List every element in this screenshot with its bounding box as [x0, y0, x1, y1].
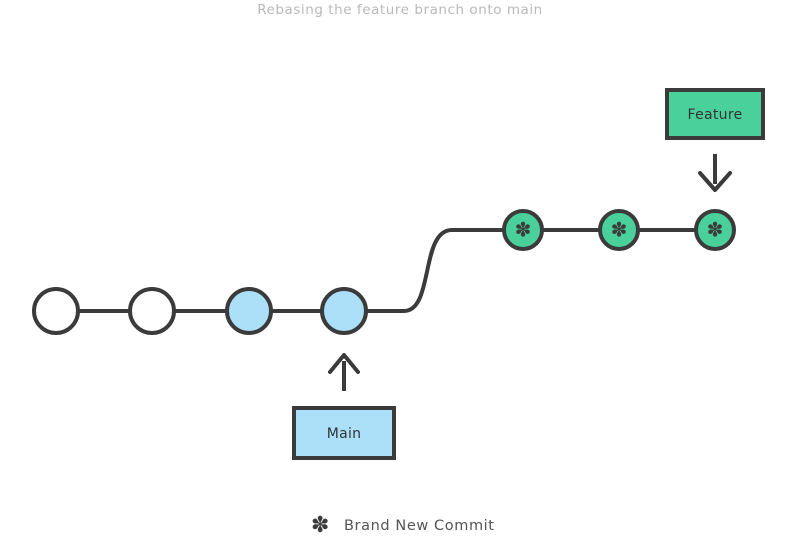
- commit-node-c3[interactable]: [225, 287, 273, 335]
- main-box-rect: [292, 406, 396, 460]
- legend-asterisk-icon: ✽: [311, 513, 330, 538]
- feature-branch-label-box[interactable]: Feature: [665, 88, 765, 140]
- main-branch-label-box[interactable]: Main: [292, 406, 396, 460]
- edge-c4-c5-curve: [364, 228, 506, 313]
- feature-branch-pointer: [698, 154, 732, 192]
- up-arrow-icon: [328, 353, 360, 374]
- main-box-label: Main: [327, 426, 362, 442]
- commit-node-c2[interactable]: [128, 287, 176, 335]
- brand-new-commit-icon-c7: ✽: [707, 218, 724, 242]
- commit-node-c1[interactable]: [32, 287, 80, 335]
- legend-label: Brand New Commit: [344, 518, 495, 534]
- commit-node-c4[interactable]: [320, 287, 368, 335]
- main-branch-pointer: [328, 353, 360, 391]
- feature-box-rect: [665, 88, 765, 140]
- commit-node-c5[interactable]: [502, 209, 544, 251]
- commit-node-c7[interactable]: [694, 209, 736, 251]
- commit-edges: [76, 228, 698, 313]
- commit-nodes-feature: ✽ ✽ ✽: [502, 209, 736, 251]
- commit-nodes-main: [32, 287, 368, 335]
- brand-new-commit-icon-c5: ✽: [515, 218, 532, 242]
- down-arrow-icon: [698, 171, 732, 192]
- page-title: Rebasing the feature branch onto main: [257, 2, 543, 18]
- brand-new-commit-icon-c6: ✽: [611, 218, 628, 242]
- feature-box-label: Feature: [687, 107, 742, 123]
- commit-node-c6[interactable]: [598, 209, 640, 251]
